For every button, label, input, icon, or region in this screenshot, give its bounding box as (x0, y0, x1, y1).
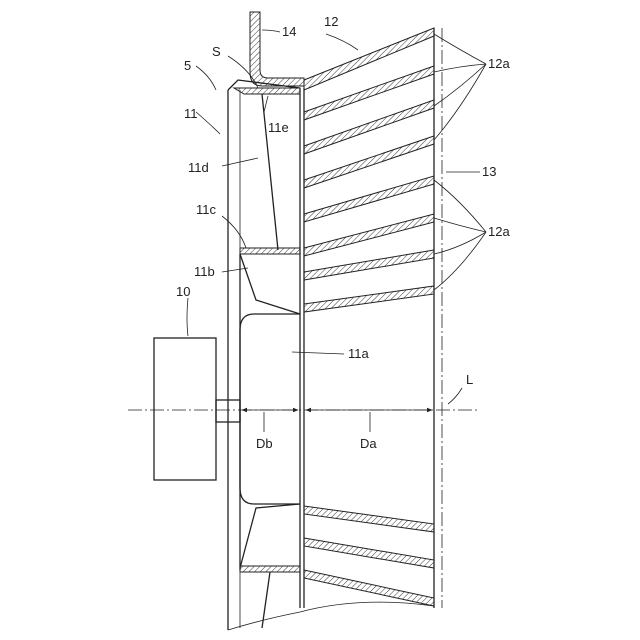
label-11d: 11d (188, 160, 209, 175)
label-10: 10 (176, 284, 190, 299)
hub-11a (240, 314, 300, 504)
label-Da: Da (360, 436, 377, 451)
label-S: S (212, 44, 221, 59)
label-12a-mid: 12a (488, 224, 510, 239)
label-14: 14 (282, 24, 296, 39)
guard-12 (228, 28, 442, 630)
label-5: 5 (184, 58, 191, 73)
label-L: L (466, 372, 473, 387)
label-Db: Db (256, 436, 273, 451)
label-12: 12 (324, 14, 338, 29)
label-13: 13 (482, 164, 496, 179)
label-11c: 11c (196, 202, 216, 217)
label-11a: 11a (348, 346, 369, 361)
label-12a-top: 12a (488, 56, 510, 71)
label-11: 11 (184, 106, 198, 121)
label-11e: 11e (268, 120, 289, 135)
label-11b: 11b (194, 264, 215, 279)
motor-10 (154, 338, 216, 480)
